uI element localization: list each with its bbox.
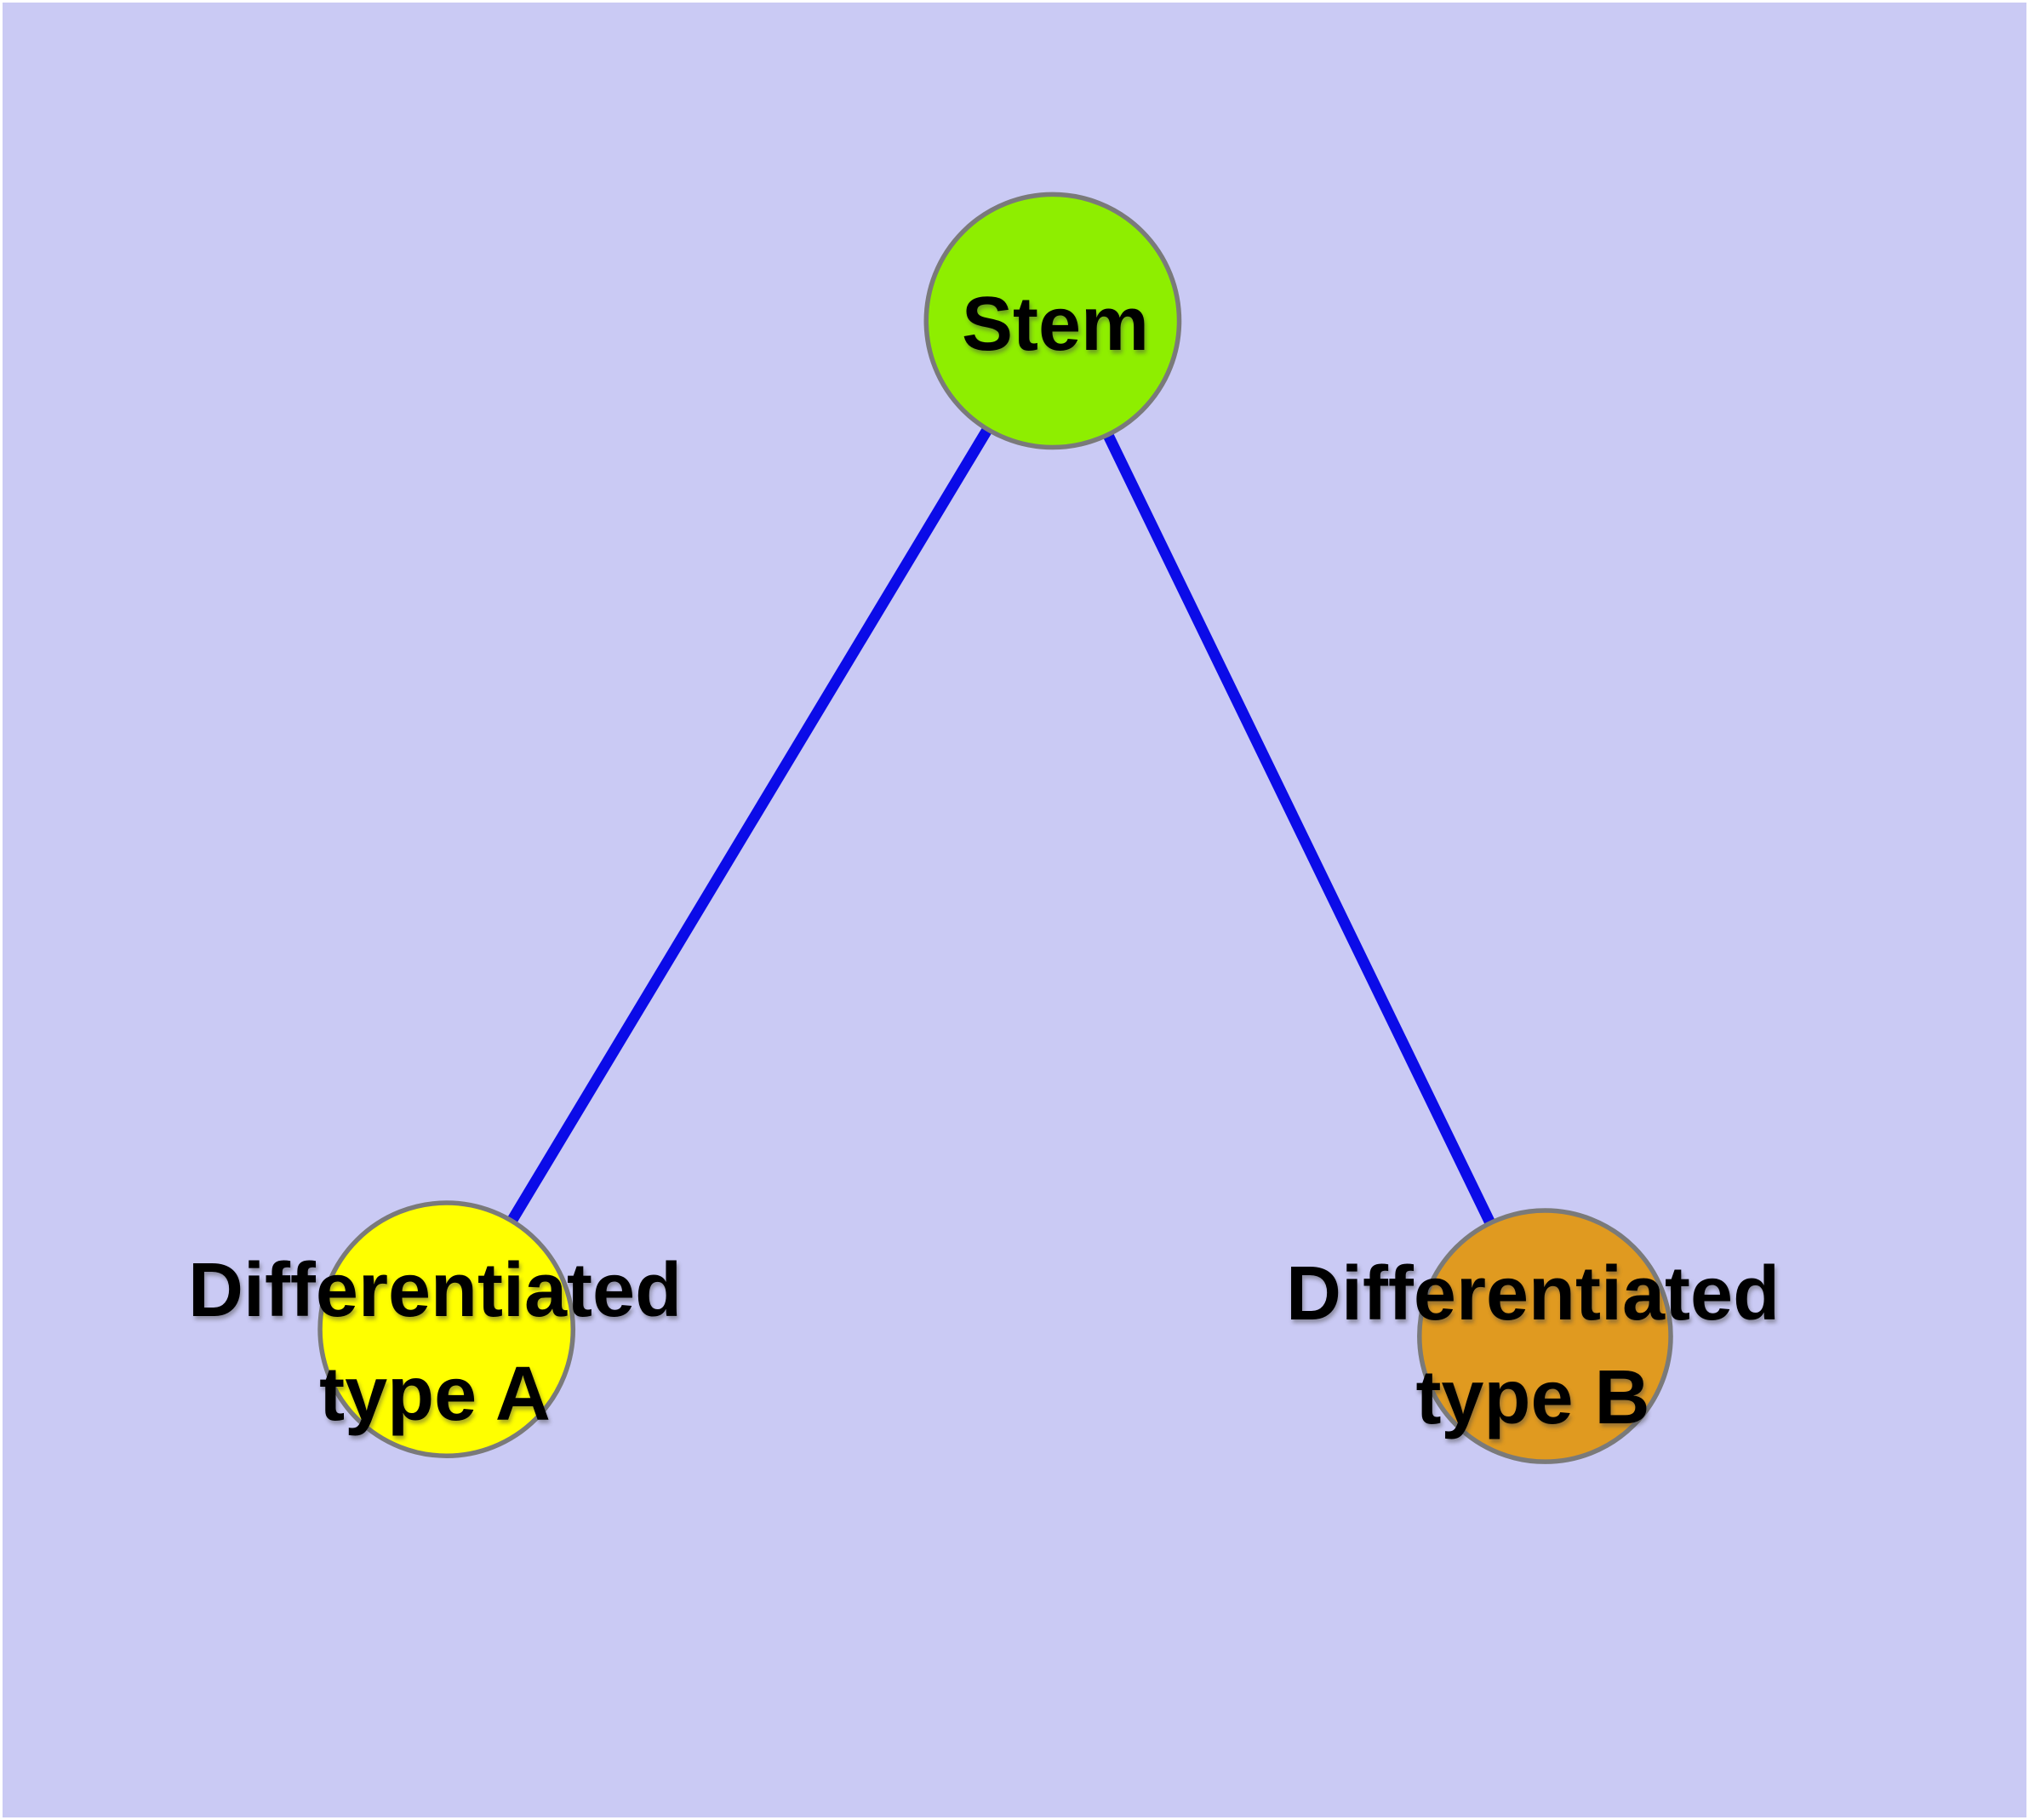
edge-stem-to-differentiated-type-a [442,318,1058,1332]
node-circle-differentiated-type-a [317,1200,576,1458]
graph-svg [317,192,1673,1464]
node-circle-stem [923,192,1182,450]
edge-stem-to-differentiated-type-b [1048,318,1551,1339]
node-circle-differentiated-type-b [1417,1208,1673,1464]
